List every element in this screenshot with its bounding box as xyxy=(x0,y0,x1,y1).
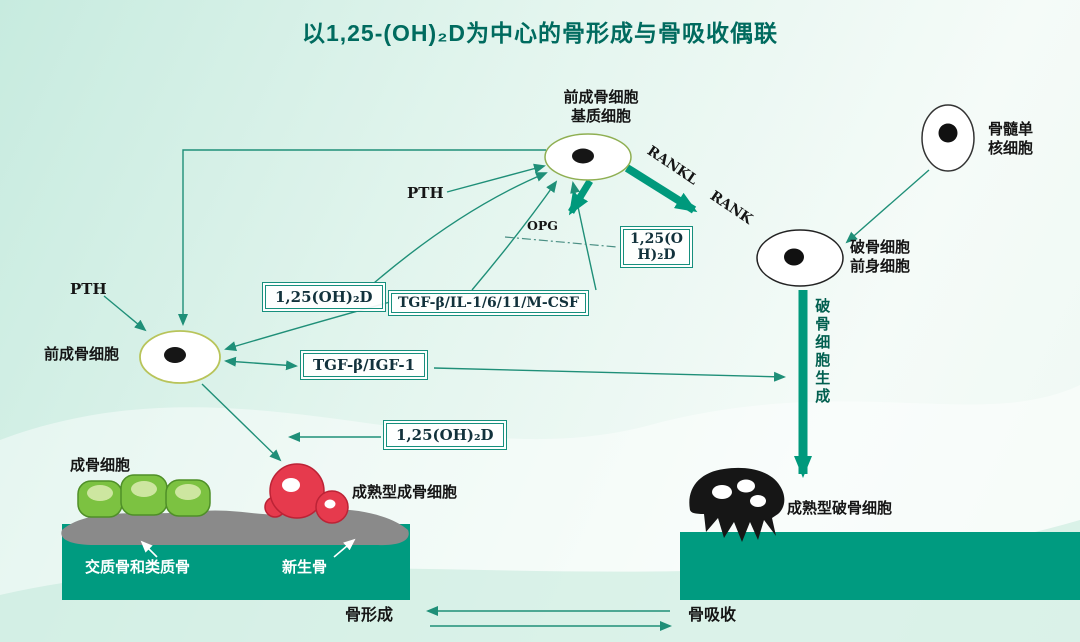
opg-label: OPG xyxy=(527,218,558,233)
stromal-cell xyxy=(544,133,632,181)
new-bone-label: 新生骨 xyxy=(282,559,328,576)
mature-osteoblast-cells xyxy=(264,463,349,524)
tgf-il-box: TGF-β/IL-1/6/11/M-CSF xyxy=(388,290,589,316)
pre-osteoblast-label: 前成骨细胞 xyxy=(44,346,120,363)
osteoblast-cells xyxy=(77,474,211,518)
opg-dashdot-line xyxy=(504,236,618,248)
stromal-down-arrow xyxy=(568,179,593,216)
page-title: 以1,25-(OH)₂D为中心的骨形成与骨吸收偶联 xyxy=(301,20,779,46)
stromal-cell-label: 前成骨细胞 基质细胞 xyxy=(563,89,639,126)
woven-bone-label: 交质骨和类质骨 xyxy=(85,559,191,576)
bone-label-arrows xyxy=(140,538,356,558)
bone-marrow-monocyte-cell xyxy=(921,104,975,172)
mature-osteoblast-label: 成熟型成骨细胞 xyxy=(352,484,458,501)
bone-formation-label: 骨形成 xyxy=(345,607,394,624)
tgf-igf-box: TGF-β/IGF-1 xyxy=(300,350,429,380)
osteoblast-label: 成骨细胞 xyxy=(70,457,131,474)
osteoclast-precursor-label: 破骨细胞 前身细胞 xyxy=(850,239,911,276)
pth-left-label: PTH xyxy=(70,280,107,298)
vitd-box-bottom: 1,25(OH)₂D xyxy=(383,420,507,450)
osteoclast-precursor-cell xyxy=(756,229,844,287)
bone-resorption-label: 骨吸收 xyxy=(688,607,737,624)
rankl-arrow xyxy=(624,164,698,214)
osteoclastogenesis-label: 破骨细胞生成 xyxy=(813,298,831,406)
bone-marrow-monocyte-label: 骨髓单 核细胞 xyxy=(988,121,1034,158)
pre-osteoblast-cell xyxy=(139,330,221,384)
pth-top-label: PTH xyxy=(407,184,444,202)
vitd-box-left: 1,25(OH)₂D xyxy=(262,282,386,312)
thick-arrows xyxy=(568,164,812,478)
vitd-box-center: 1,25(O H)₂D xyxy=(620,226,693,268)
bone-bar-right xyxy=(680,532,1080,600)
mature-osteoclast-label: 成熟型破骨细胞 xyxy=(787,500,893,517)
mature-osteoclast-cell xyxy=(689,467,785,542)
connector-arrows xyxy=(103,149,930,631)
